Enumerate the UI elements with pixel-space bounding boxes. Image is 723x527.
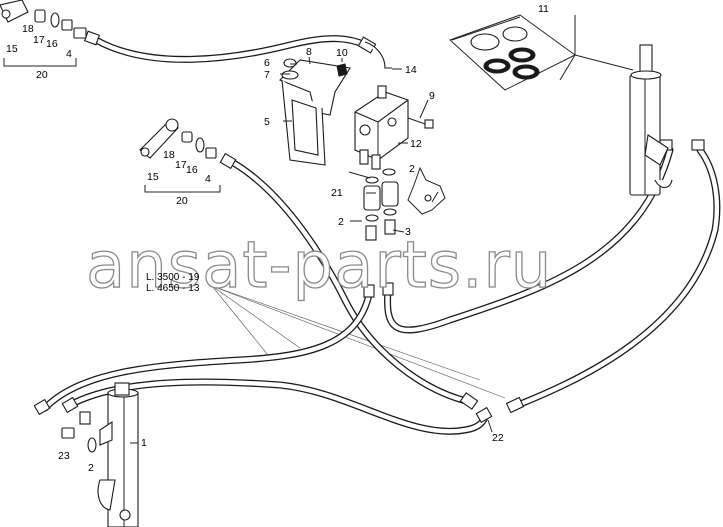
middle-left-fitting-group (139, 118, 221, 193)
watermark: ansat-parts.ru (86, 229, 552, 303)
callout-14: 14 (405, 64, 417, 76)
length-note-3500: L. 3500 - 19 (146, 272, 200, 283)
callout-7: 7 (264, 69, 270, 81)
callout-18b: 18 (163, 149, 175, 161)
callout-leaders (130, 56, 493, 444)
valve-block (354, 85, 434, 170)
callout-2c: 2 (88, 462, 94, 474)
callout-18a: 18 (22, 23, 34, 35)
callout-10: 10 (336, 47, 348, 59)
top-left-fitting-group (0, 0, 87, 67)
callout-22: 22 (492, 432, 504, 444)
callout-23: 23 (58, 450, 70, 462)
seal-kit (449, 14, 634, 91)
callout-16b: 16 (186, 164, 198, 176)
callout-21: 21 (331, 187, 343, 199)
cylinder-lower-left (97, 382, 139, 527)
hose-middle-left (228, 158, 474, 406)
hose-fittings (33, 30, 705, 424)
hose-bottom-right (514, 146, 721, 409)
callout-16a: 16 (46, 38, 58, 50)
check-valves (363, 168, 399, 241)
callout-2b: 2 (338, 216, 344, 228)
callout-17a: 17 (33, 34, 45, 46)
callout-3: 3 (405, 226, 411, 238)
callout-20b: 20 (176, 195, 188, 207)
callout-11: 11 (538, 3, 549, 15)
callout-12: 12 (410, 138, 422, 150)
check-valve-symbol (407, 166, 446, 215)
callout-8: 8 (306, 46, 312, 58)
hose-lower-left-b (66, 378, 489, 435)
lower-left-fittings (61, 411, 97, 453)
callout-labels: 15 18 17 16 4 20 6 7 8 10 14 11 5 9 12 2… (6, 3, 549, 474)
callout-6: 6 (264, 57, 270, 69)
callout-4a: 4 (66, 48, 72, 60)
length-note-4650: L. 4650 - 13 (146, 283, 200, 294)
callout-4b: 4 (205, 173, 211, 185)
callout-15a: 15 (6, 43, 18, 55)
hose-lower-left-a (41, 286, 374, 412)
callout-15b: 15 (147, 171, 159, 183)
mounting-bracket (279, 41, 392, 166)
callout-20a: 20 (36, 69, 48, 81)
hose-center-right (384, 146, 674, 334)
callout-1: 1 (141, 437, 147, 449)
hose-top-left (92, 35, 369, 63)
callout-5: 5 (264, 116, 270, 128)
callout-2a: 2 (409, 163, 415, 175)
cylinder-upper-right (629, 44, 673, 196)
callout-17b: 17 (175, 159, 187, 171)
callout-9: 9 (429, 90, 435, 102)
